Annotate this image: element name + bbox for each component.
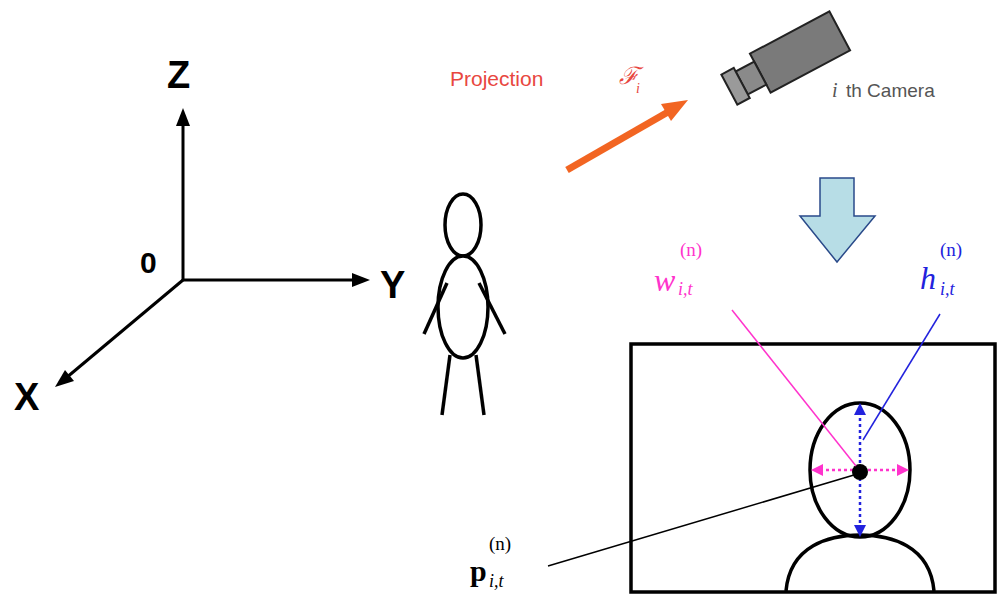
camera-icon: [719, 11, 850, 109]
person-figure: [424, 194, 505, 415]
down-arrow: [800, 178, 875, 262]
arrow-shaft: [567, 112, 668, 170]
leader-line: [863, 314, 940, 440]
leg: [442, 355, 450, 415]
math-superscript: (n): [489, 534, 511, 553]
math-symbol: i: [832, 80, 838, 100]
origin-label: 0: [140, 248, 157, 278]
leader-line: [548, 475, 854, 566]
image-frame: [631, 344, 995, 592]
math-subscript: i,t: [489, 572, 504, 590]
arm: [479, 283, 505, 334]
axis-label: X: [14, 378, 39, 416]
leg: [476, 355, 484, 415]
head: [445, 194, 481, 256]
axis-label: Z: [167, 56, 190, 94]
math-subscript: i,t: [940, 280, 955, 298]
math-subscript: i: [636, 82, 640, 96]
axis-label: Y: [380, 266, 405, 304]
arrowhead: [661, 100, 688, 121]
math-symbol: p: [470, 556, 487, 586]
arrowhead: [854, 525, 866, 537]
projection-label: Projection: [450, 68, 543, 89]
arrowhead: [352, 273, 370, 287]
projection-arrow: [567, 100, 688, 170]
leader-line: [732, 310, 856, 466]
math-subscript: i,t: [678, 280, 693, 298]
x-axis: [66, 280, 183, 378]
arrowhead: [55, 370, 74, 387]
arrowhead: [176, 108, 190, 126]
math-superscript: (n): [940, 240, 962, 259]
math-symbol: w: [654, 264, 675, 296]
body: [438, 256, 488, 358]
math-symbol: h: [920, 262, 936, 294]
center-point: [852, 464, 868, 480]
z-axis: [182, 122, 185, 280]
arm: [424, 283, 447, 334]
y-axis: [183, 279, 356, 282]
camera-label: th Camera: [846, 81, 935, 100]
math-superscript: (n): [680, 240, 702, 259]
camera-lens-front: [721, 68, 749, 105]
axes: [55, 108, 370, 387]
arrowhead: [897, 464, 909, 476]
shoulders: [786, 535, 934, 591]
arrowhead: [811, 464, 823, 476]
face-ellipse: [810, 403, 910, 537]
arrowhead: [854, 403, 866, 415]
